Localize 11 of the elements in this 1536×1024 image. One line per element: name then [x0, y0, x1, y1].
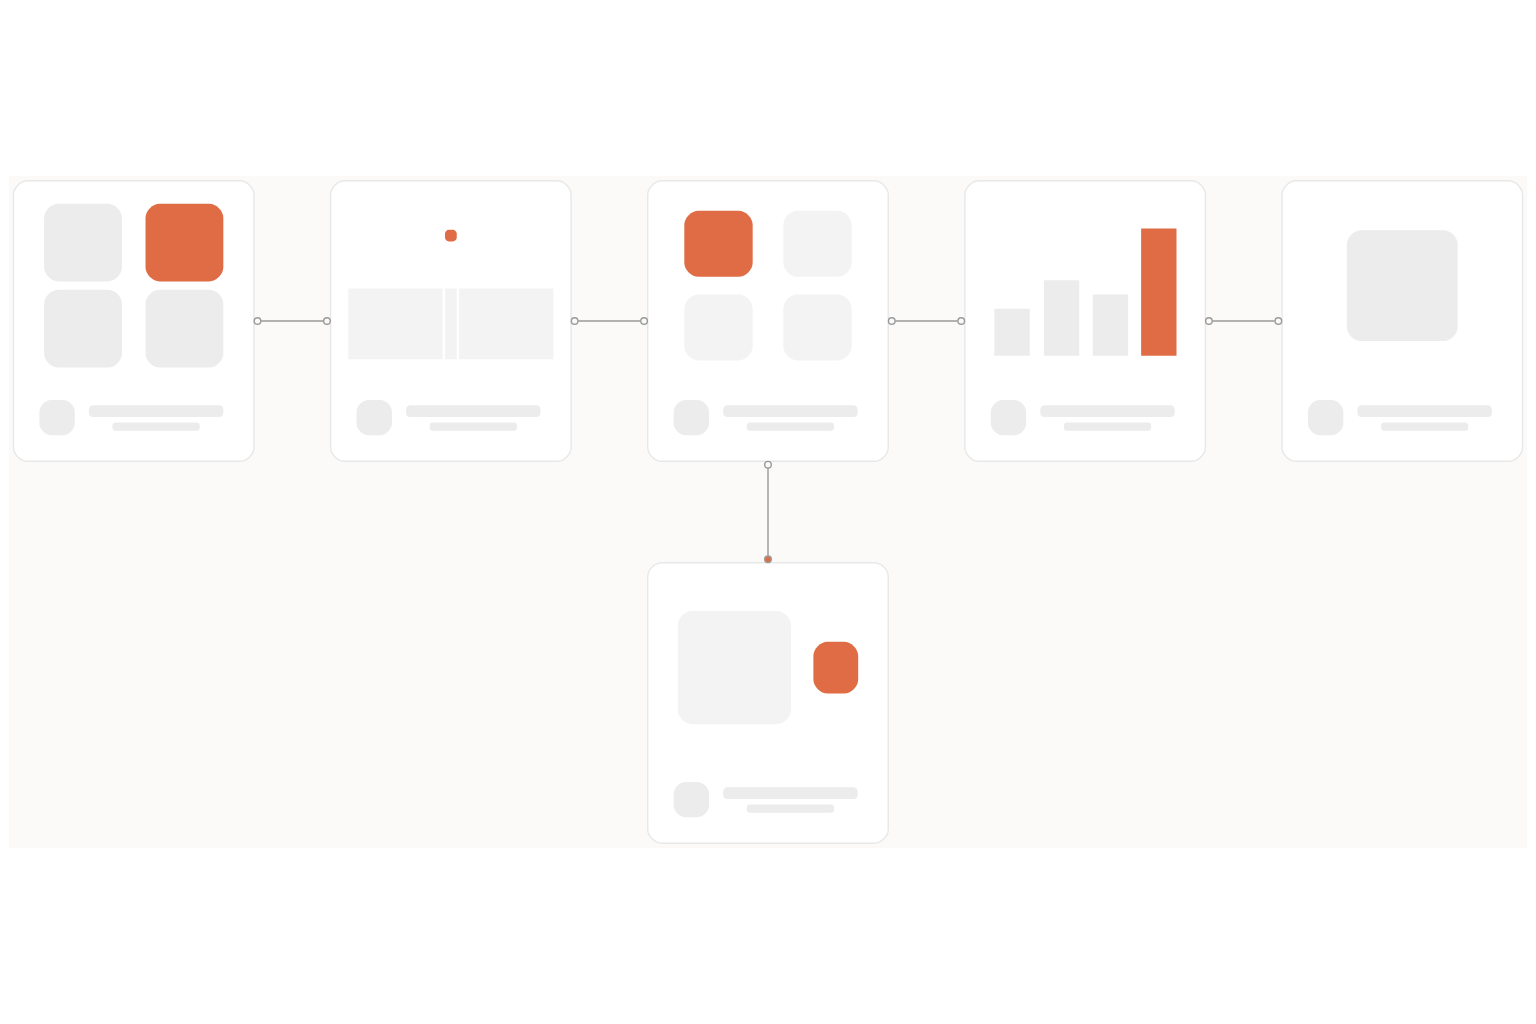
- connector: [253, 317, 331, 325]
- node-picture: [1281, 180, 1524, 462]
- connector: [764, 460, 772, 564]
- node-picture: [647, 180, 889, 462]
- node-picture: [647, 562, 889, 844]
- connector: [887, 317, 966, 325]
- node-picture: [329, 180, 572, 462]
- connector: [1204, 317, 1283, 325]
- node-picture: [12, 180, 255, 462]
- node-picture: [964, 180, 1207, 462]
- connector: [570, 317, 649, 325]
